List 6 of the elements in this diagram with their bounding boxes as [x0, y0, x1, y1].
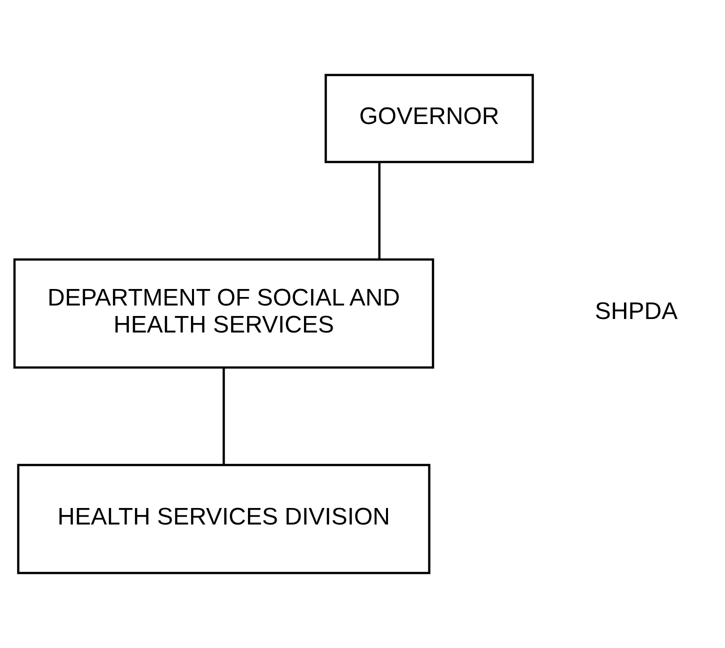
- connector: [378, 162, 380, 260]
- label: SHPDA: [594, 298, 678, 326]
- node-box: HEALTH SERVICES DIVISION: [17, 464, 430, 574]
- node-box: DEPARTMENT OF SOCIAL AND HEALTH SERVICES: [13, 258, 434, 369]
- node-box: GOVERNOR: [324, 74, 534, 164]
- connector: [222, 368, 225, 465]
